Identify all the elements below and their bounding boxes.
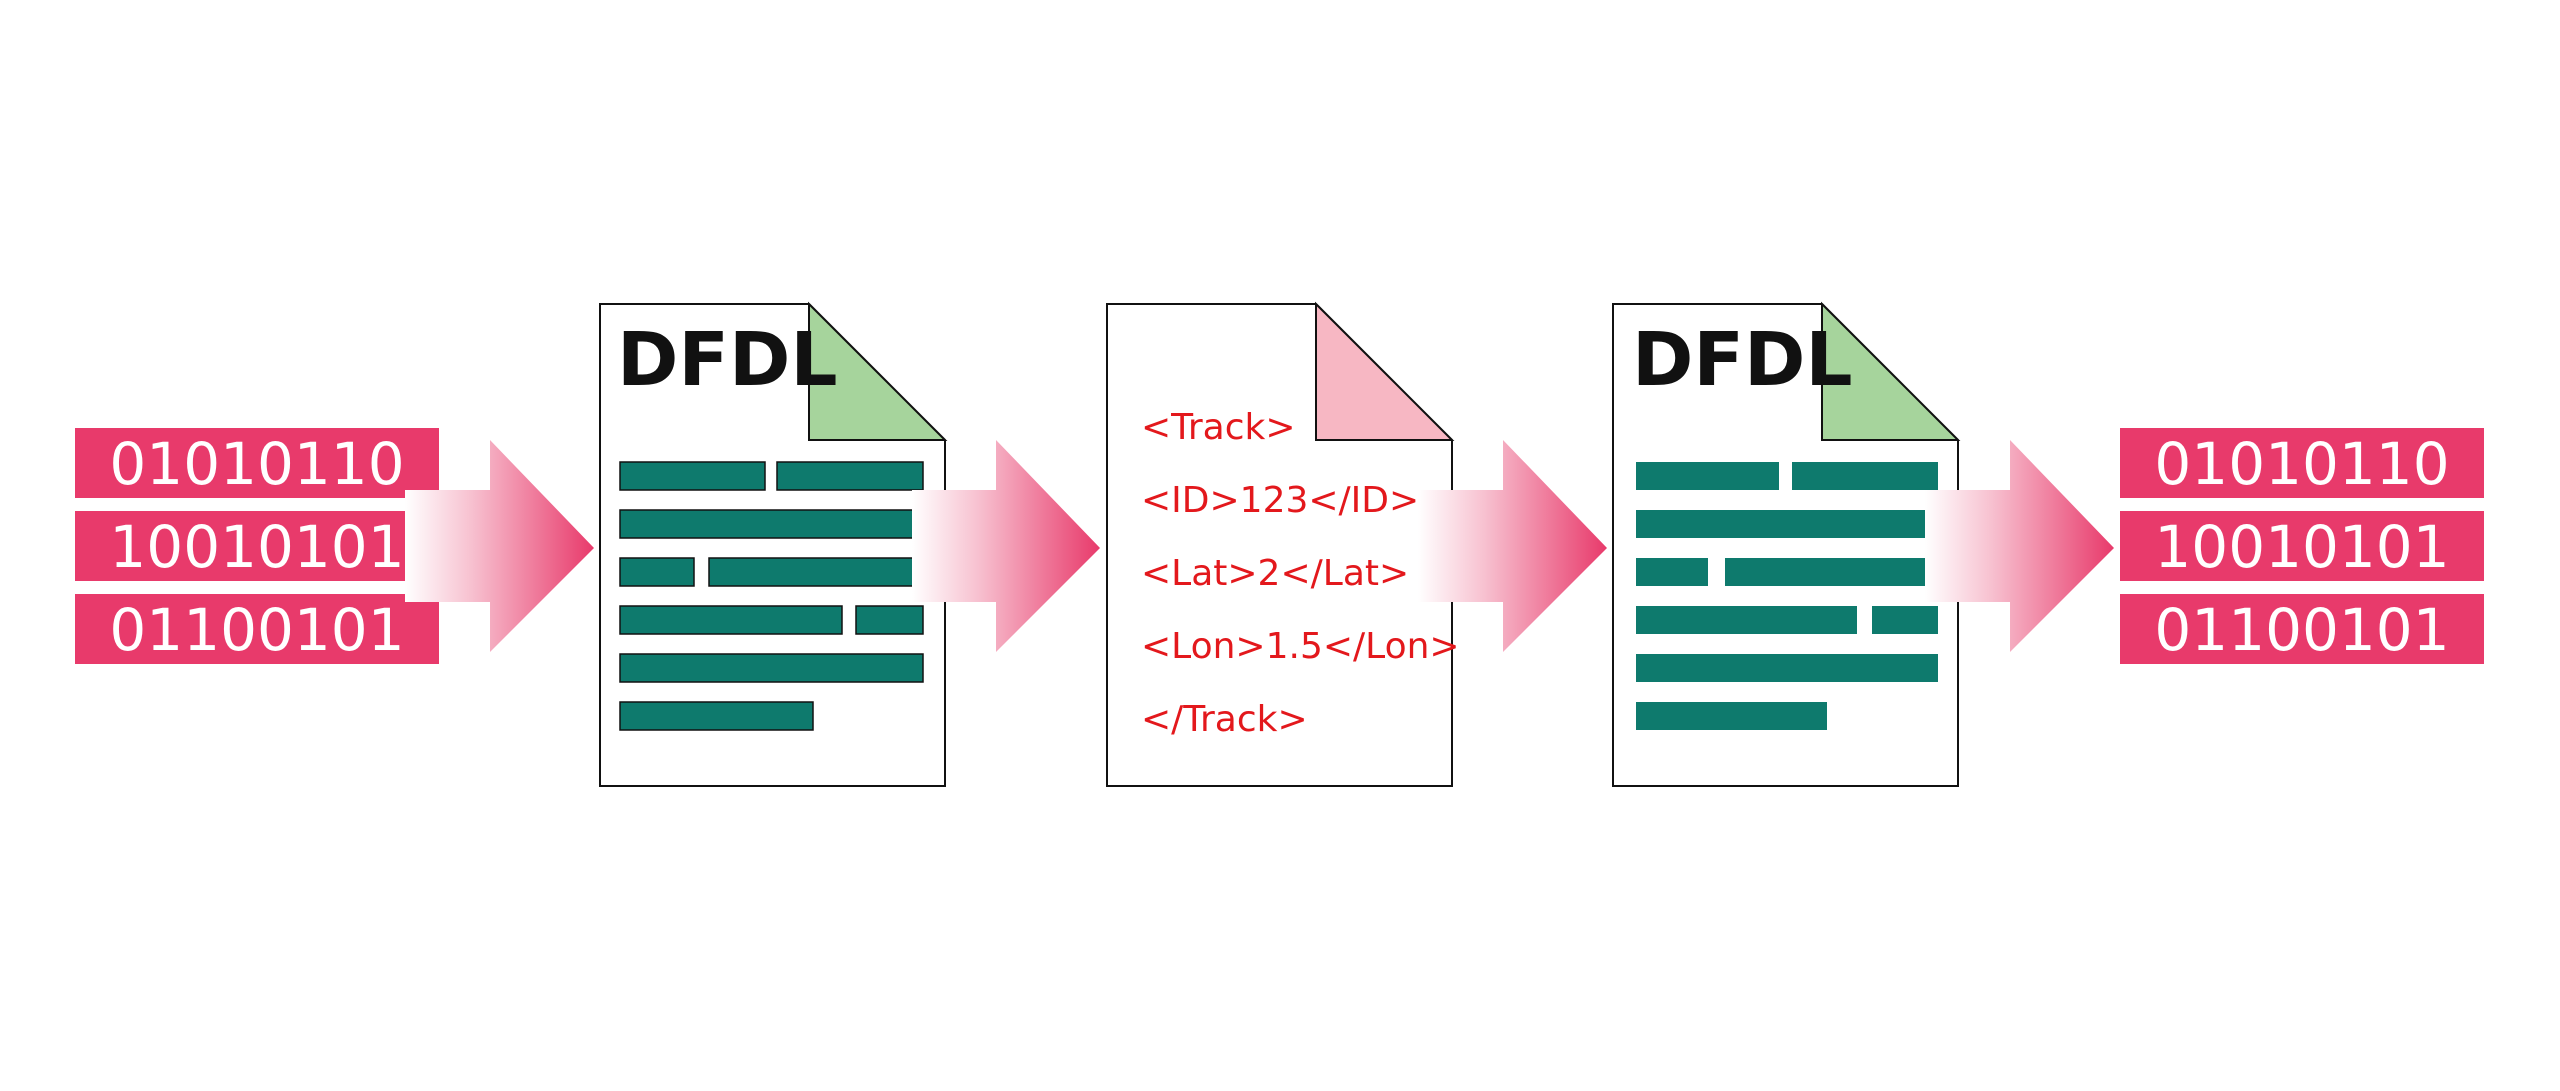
folded-corner-green — [1821, 301, 1961, 441]
binary-row-text: 10010101 — [2154, 513, 2449, 581]
schema-doc-left: DFDL — [599, 301, 948, 787]
binary-row-bg — [75, 594, 439, 664]
binary-row-text: 01010110 — [109, 430, 404, 498]
xml-line: <Lat>2</Lat> — [1141, 553, 1409, 594]
binary-row-text: 01010110 — [2154, 430, 2449, 498]
binary-row-bg — [2120, 428, 2484, 498]
binary-row-bg — [75, 511, 439, 581]
right-arrow-icon — [1925, 440, 2114, 652]
folded-corner-pink — [1315, 301, 1455, 441]
doc-title: DFDL — [617, 317, 838, 403]
binary-row-text: 01100101 — [2154, 596, 2449, 664]
binary-row-bg — [2120, 594, 2484, 664]
xml-line: <Track> — [1141, 407, 1296, 448]
binary-row-bg — [2120, 511, 2484, 581]
folded-corner-green — [808, 301, 948, 441]
binary-row-text: 10010101 — [109, 513, 404, 581]
xml-line: <ID>123</ID> — [1141, 480, 1419, 521]
right-arrow-icon — [1418, 440, 1607, 652]
right-arrow-icon — [912, 440, 1100, 652]
text-lines-icon — [619, 461, 924, 731]
output-binary-block: 01010110 10010101 01100101 — [2120, 428, 2484, 664]
schema-doc-right: DFDL — [1612, 301, 1961, 787]
binary-row-bg — [75, 428, 439, 498]
xml-line: <Lon>1.5</Lon> — [1141, 626, 1460, 667]
doc-title: DFDL — [1632, 317, 1853, 403]
input-binary-block: 01010110 10010101 01100101 — [75, 428, 439, 664]
right-arrow-icon — [405, 440, 594, 652]
binary-row-text: 01100101 — [109, 596, 404, 664]
xml-line: </Track> — [1141, 699, 1308, 740]
xml-doc: <Track> <ID>123</ID> <Lat>2</Lat> <Lon>1… — [1106, 301, 1460, 787]
text-lines-icon — [1636, 462, 1938, 730]
